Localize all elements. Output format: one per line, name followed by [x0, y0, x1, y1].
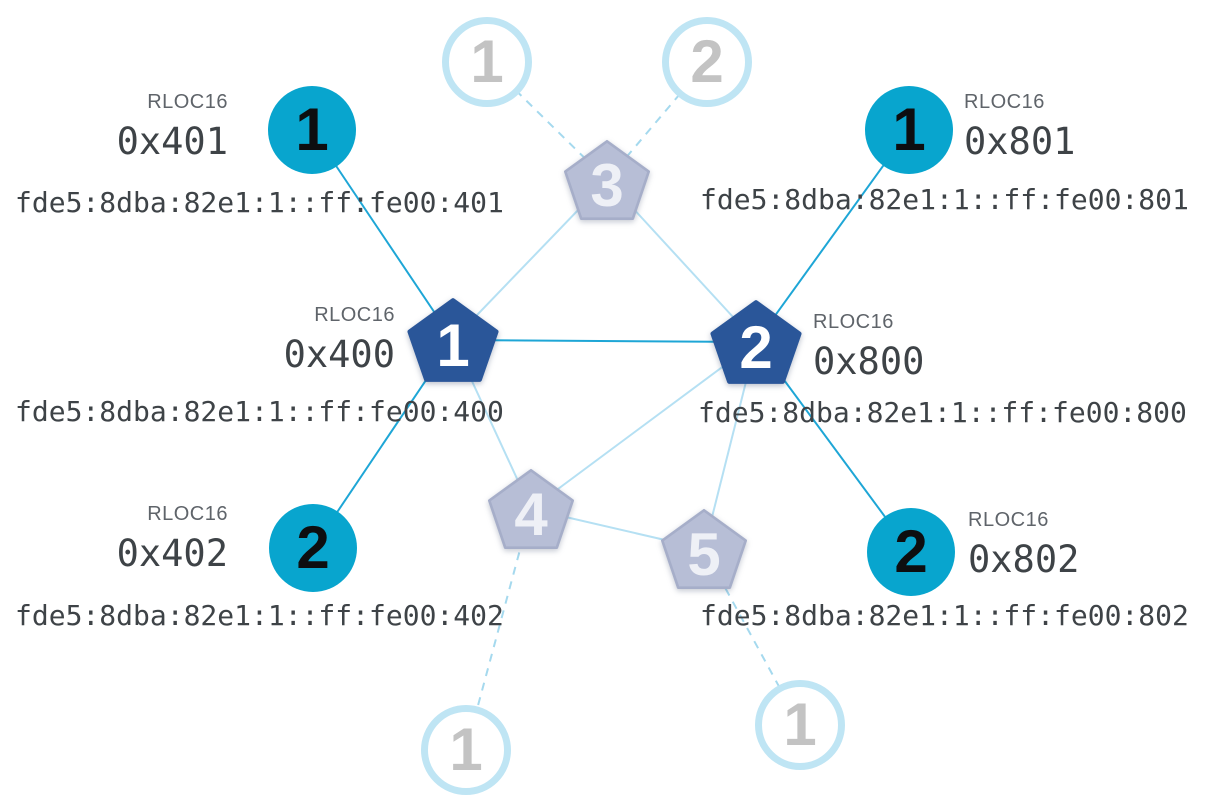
rloc16-caption: RLOC16 — [147, 503, 228, 525]
faded-child-node-r4-1[interactable]: 1 — [421, 705, 511, 795]
child-node-801[interactable]: 1 — [865, 86, 953, 174]
pentagon-shape — [660, 508, 748, 590]
rloc16-caption: RLOC16 — [968, 509, 1049, 531]
ipv6-address-402: fde5:8dba:82e1:1::ff:fe00:402 — [15, 599, 504, 632]
ipv6-address-802: fde5:8dba:82e1:1::ff:fe00:802 — [700, 599, 1189, 632]
child-number: 1 — [295, 96, 329, 163]
ipv6-address-801: fde5:8dba:82e1:1::ff:fe00:801 — [700, 183, 1189, 216]
rloc16-value: 0x802 — [968, 538, 1080, 581]
router-node-5[interactable]: 5 — [660, 507, 748, 591]
link-router1-router2 — [452, 339, 757, 343]
child-node-401[interactable]: 1 — [268, 86, 356, 174]
child-number: 1 — [449, 716, 483, 783]
label-group-child-401: RLOC16 0x401 — [117, 90, 228, 164]
pentagon-shape — [563, 139, 651, 221]
router-number: 2 — [739, 314, 773, 381]
router-node-4[interactable]: 4 — [487, 467, 575, 551]
rloc16-value: 0x400 — [283, 333, 395, 376]
rloc16-value: 0x801 — [964, 120, 1076, 163]
rloc16-caption: RLOC16 — [964, 91, 1045, 113]
ipv6-address-800: fde5:8dba:82e1:1::ff:fe00:800 — [698, 396, 1187, 429]
label-group-child-801: RLOC16 0x801 — [964, 90, 1075, 164]
child-number: 1 — [470, 28, 504, 95]
rloc16-value: 0x800 — [813, 340, 925, 383]
pentagon-shape — [407, 298, 499, 382]
child-number: 1 — [892, 96, 926, 163]
rloc16-value: 0x401 — [116, 120, 228, 163]
faded-child-node-r3-2[interactable]: 2 — [662, 17, 752, 107]
ipv6-address-401: fde5:8dba:82e1:1::ff:fe00:401 — [15, 186, 504, 219]
router-node-1[interactable]: 1 — [407, 296, 499, 384]
router-number: 3 — [590, 152, 624, 219]
child-node-802[interactable]: 2 — [867, 508, 955, 596]
pentagon-shape — [710, 300, 802, 384]
faded-child-node-r5-1[interactable]: 1 — [755, 680, 845, 770]
router-number: 1 — [436, 312, 470, 379]
router-node-2[interactable]: 2 — [710, 298, 802, 386]
rloc16-caption: RLOC16 — [147, 91, 228, 113]
label-group-router-2: RLOC16 0x800 — [813, 310, 924, 384]
rloc16-value: 0x402 — [116, 532, 228, 575]
router-number: 4 — [514, 481, 548, 548]
router-number: 5 — [687, 521, 721, 588]
router-node-3[interactable]: 3 — [563, 138, 651, 222]
link-router2-router4 — [530, 341, 757, 510]
pentagon-shape — [487, 468, 575, 550]
child-node-402[interactable]: 2 — [269, 504, 357, 592]
link-router3-fadedchild2 — [606, 61, 708, 181]
link-router4-fadedchild1 — [465, 508, 532, 751]
ipv6-address-400: fde5:8dba:82e1:1::ff:fe00:400 — [15, 395, 504, 428]
child-number: 2 — [690, 28, 724, 95]
rloc16-caption: RLOC16 — [314, 304, 395, 326]
child-number: 2 — [894, 518, 928, 585]
faded-child-node-r3-1[interactable]: 1 — [442, 17, 532, 107]
label-group-child-802: RLOC16 0x802 — [968, 508, 1079, 582]
label-group-router-1: RLOC16 0x400 — [284, 303, 395, 377]
rloc16-caption: RLOC16 — [813, 311, 894, 333]
label-group-child-402: RLOC16 0x402 — [117, 502, 228, 576]
child-number: 2 — [296, 514, 330, 581]
child-number: 1 — [783, 691, 817, 758]
